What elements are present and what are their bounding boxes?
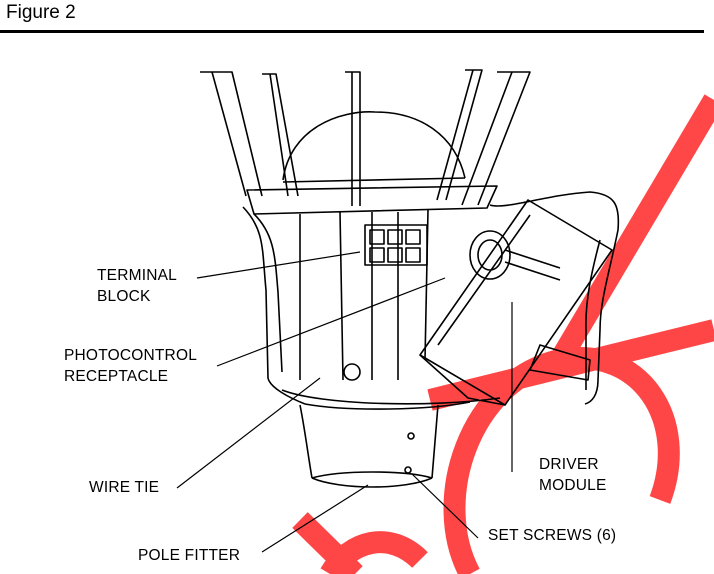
label-terminal-block-line1: TERMINAL <box>97 267 177 284</box>
fixture-outline <box>200 69 620 488</box>
leader-lines <box>176 251 513 553</box>
label-wire-tie: WIRE TIE <box>89 479 160 496</box>
label-terminal-block: TERMINAL BLOCK <box>97 265 177 307</box>
title-rule <box>0 30 704 33</box>
label-photocontrol-line1: PHOTOCONTROL <box>64 347 198 364</box>
label-terminal-block-line2: BLOCK <box>97 288 151 305</box>
label-photocontrol-receptacle: PHOTOCONTROL RECEPTACLE <box>64 345 197 387</box>
label-photocontrol-line2: RECEPTACLE <box>64 368 169 385</box>
label-pole-fitter: POLE FITTER <box>138 547 241 564</box>
label-driver-module: DRIVER MODULE <box>539 454 607 496</box>
label-driver-line1: DRIVER <box>539 456 599 473</box>
label-set-screws: SET SCREWS (6) <box>488 527 617 544</box>
figure-title: Figure 2 <box>6 2 76 23</box>
watermark <box>292 94 714 574</box>
label-driver-line2: MODULE <box>539 477 607 494</box>
